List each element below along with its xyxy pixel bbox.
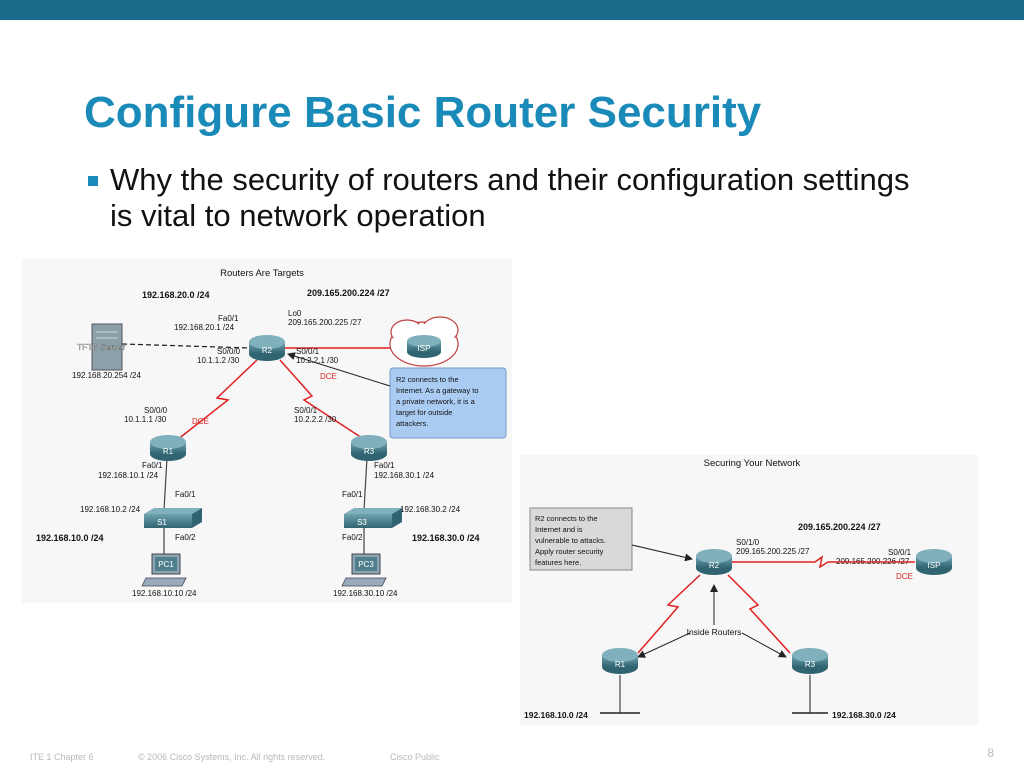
d1-r1-s000-if: S0/0/0 — [144, 406, 168, 415]
d1-server-label: TFTP Server — [77, 342, 126, 352]
d2-r2-router-icon — [696, 549, 732, 575]
d1-callout-box — [389, 367, 507, 439]
d1-s1-ip: 192.168.10.2 /24 — [80, 505, 141, 514]
d2-callout-text: R2 connects to the Internet and is vulne… — [535, 514, 608, 567]
d1-pc1-ip: 192.168.10.10 /24 — [132, 589, 197, 598]
d1-link-r2-r1 — [176, 359, 258, 441]
d1-s3-fa02: Fa0/2 — [342, 533, 363, 542]
d2-link-r2-r1 — [637, 574, 701, 654]
d1-r3-fa01-if: Fa0/1 — [374, 461, 395, 470]
d1-r2-lo0-if: Lo0 — [288, 309, 302, 318]
d1-r1-label: R1 — [163, 447, 174, 456]
d1-r1-s000-ip: 10.1.1.1 /30 — [124, 415, 167, 424]
bullet-marker — [88, 176, 98, 186]
d1-s3-label: S3 — [357, 518, 367, 527]
d1-s1-fa01: Fa0/1 — [175, 490, 196, 499]
d1-link-server-r2 — [121, 343, 251, 349]
footer: ITE 1 Chapter 6 © 2006 Cisco Systems, In… — [0, 752, 1024, 768]
d2-r1-label: R1 — [615, 660, 626, 669]
d1-pc1-label: PC1 — [158, 560, 174, 569]
d1-link-r3-s3 — [363, 457, 368, 511]
routers-are-targets-diagram: Routers Are Targets 192.168.20.0 /24 209… — [22, 258, 512, 603]
d2-link-r2-isp — [732, 555, 915, 569]
d1-r2-s001-if: S0/0/1 — [296, 347, 320, 356]
d1-r3-s001-if: S0/0/1 — [294, 406, 318, 415]
isp-cloud-icon — [389, 316, 459, 367]
d1-net30: 192.168.30.0 /24 — [412, 533, 480, 543]
slide-title: Configure Basic Router Security — [84, 88, 762, 137]
d2-isp-router-icon — [916, 549, 952, 575]
d1-r1-router-icon — [150, 435, 186, 461]
d1-r2-s001-ip: 10.2.2.1 /30 — [296, 356, 339, 365]
d1-s1-label: S1 — [157, 518, 167, 527]
d2-inside-label: Inside Routers — [687, 627, 742, 637]
footer-copyright: © 2006 Cisco Systems, Inc. All rights re… — [138, 752, 326, 762]
d1-r1-fa01-ip: 192.168.10.1 /24 — [98, 471, 159, 480]
d2-r2-label: R2 — [709, 561, 720, 570]
d1-pc3-label: PC3 — [358, 560, 374, 569]
footer-classification: Cisco Public — [390, 752, 440, 762]
page-number: 8 — [987, 746, 994, 760]
d2-inside-arrow-left — [637, 632, 691, 658]
d1-net-right: 209.165.200.224 /27 — [307, 288, 390, 298]
d2-callout-arrow — [631, 544, 693, 562]
d2-net-top: 209.165.200.224 /27 — [798, 522, 881, 532]
d1-net-left: 192.168.20.0 /24 — [142, 290, 210, 300]
d2-r3-label: R3 — [805, 660, 816, 669]
d1-r2-lo0-ip: 209.165.200.225 /27 — [288, 318, 362, 327]
d1-callout-text: R2 connects to the Internet. As a gatewa… — [396, 375, 481, 428]
footer-chapter: ITE 1 Chapter 6 — [30, 752, 94, 762]
d1-pc3-ip: 192.168.30.10 /24 — [333, 589, 398, 598]
tftp-server-icon — [91, 323, 123, 371]
d1-net10: 192.168.10.0 /24 — [36, 533, 104, 543]
d1-r3-s001-ip: 10.2.2.2 /30 — [294, 415, 337, 424]
d1-r2-router-icon — [249, 335, 285, 361]
d1-r2-s000-if: S0/0/0 — [217, 347, 241, 356]
d1-link-r1-s1 — [163, 457, 168, 511]
d1-pc1-computer-icon — [141, 553, 187, 587]
d1-r2-s000-ip: 10.1.1.2 /30 — [197, 356, 240, 365]
d1-s3-fa01: Fa0/1 — [342, 490, 363, 499]
d2-link-r2-r3 — [727, 574, 791, 654]
d1-r2-fa01-if: Fa0/1 — [218, 314, 239, 323]
d2-dce: DCE — [896, 572, 913, 581]
d2-net30: 192.168.30.0 /24 — [832, 710, 896, 720]
d1-r3-fa01-ip: 192.168.30.1 /24 — [374, 471, 435, 480]
d1-s1-fa02: Fa0/2 — [175, 533, 196, 542]
d1-server-ip: 192.168.20.254 /24 — [72, 371, 142, 380]
header-bar — [0, 0, 1024, 20]
d1-r3-label: R3 — [364, 447, 375, 456]
d1-r3-router-icon — [351, 435, 387, 461]
d2-r2-ip: 209.165.200.225 /27 — [736, 547, 810, 556]
d1-dce-r1: DCE — [192, 417, 209, 426]
d2-inside-arrow-right — [741, 632, 787, 658]
d2-r3-router-icon — [792, 648, 828, 674]
bullet-text: Why the security of routers and their co… — [110, 162, 910, 233]
d1-s1-switch-icon — [144, 508, 202, 528]
d1-dce-r2: DCE — [320, 372, 337, 381]
d1-pc3-computer-icon — [341, 553, 387, 587]
d1-callout-arrow — [287, 352, 391, 387]
d1-s3-switch-icon — [344, 508, 402, 528]
d1-isp-label: ISP — [418, 344, 431, 353]
d1-title: Routers Are Targets — [220, 268, 304, 279]
d2-r2-if: S0/1/0 — [736, 538, 760, 547]
d2-r1-router-icon — [602, 648, 638, 674]
d2-net10: 192.168.10.0 /24 — [524, 710, 588, 720]
d2-title: Securing Your Network — [704, 458, 801, 469]
d1-s3-ip: 192.168.30.2 /24 — [400, 505, 461, 514]
d1-r1-fa01-if: Fa0/1 — [142, 461, 163, 470]
d2-callout-box — [529, 507, 633, 571]
d1-r2-fa01-ip: 192.168.20.1 /24 — [174, 323, 235, 332]
d1-link-r2-r3 — [279, 359, 363, 439]
securing-your-network-diagram: Securing Your Network R2 connects to the… — [520, 455, 978, 725]
d2-isp-if: S0/0/1 — [888, 548, 912, 557]
d1-r2-label: R2 — [262, 346, 273, 355]
d2-isp-label: ISP — [928, 561, 941, 570]
